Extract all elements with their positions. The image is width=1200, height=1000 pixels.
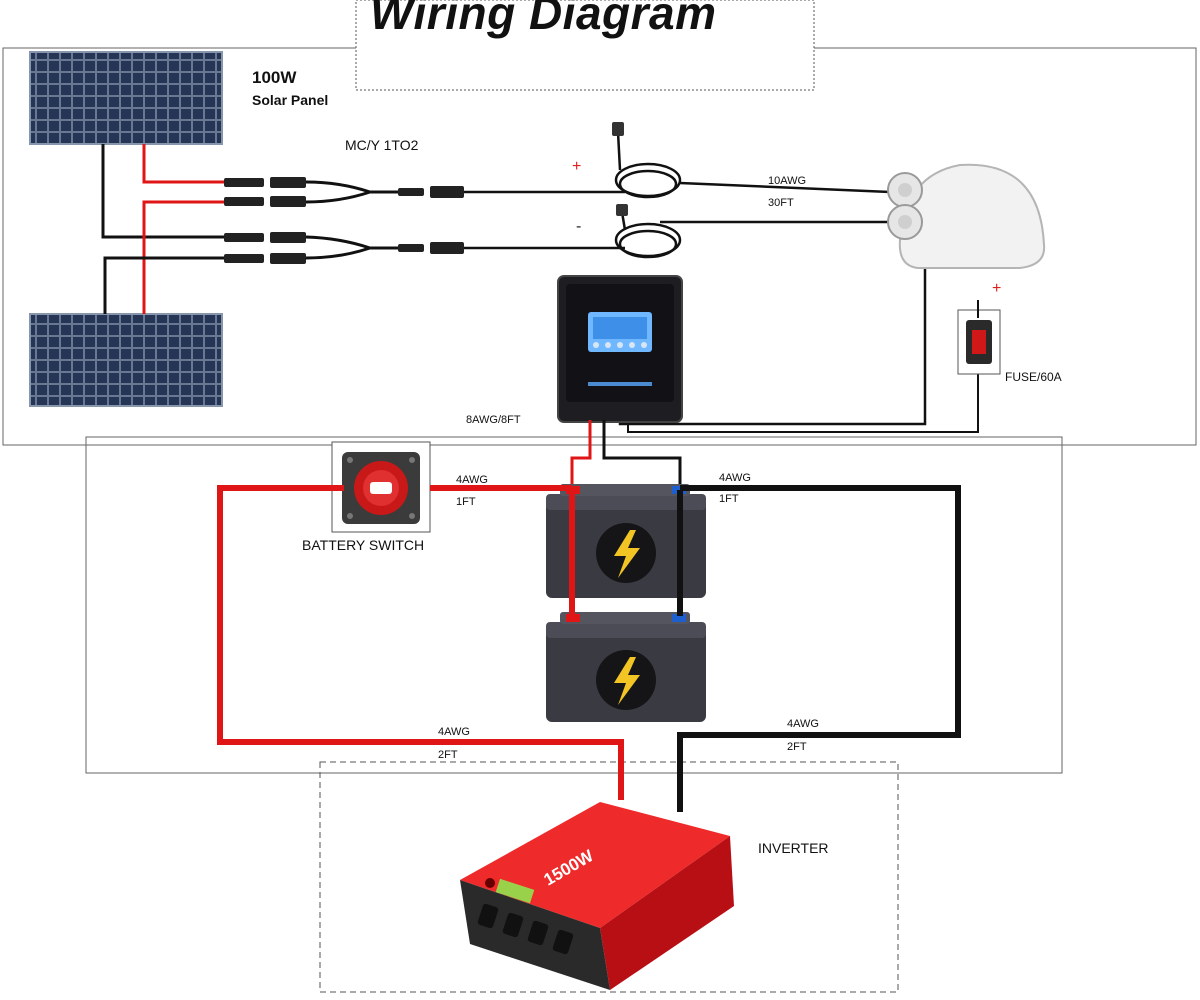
solar-panel-top <box>29 51 223 145</box>
battery-neg-cable-gauge-label: 4AWG <box>719 472 751 484</box>
main-dc-wiring <box>217 485 961 812</box>
title-frame <box>355 0 815 91</box>
battery-switch-label: BATTERY SWITCH <box>302 537 425 553</box>
inverter-section-frame <box>319 761 899 993</box>
mc4-connectors <box>224 177 464 264</box>
fuse-60a <box>957 300 1001 375</box>
inverter-label: INVERTER <box>758 840 829 856</box>
solar-panel-bottom <box>29 313 223 407</box>
pv-negative-sign: - <box>576 218 582 235</box>
panel-wiring <box>101 144 225 314</box>
inverter-neg-cable-length-label: 2FT <box>787 741 807 753</box>
inverter-pos-cable-length-label: 2FT <box>438 749 458 761</box>
inverter-1500w: 1500W <box>460 802 734 990</box>
roof-entry-gland <box>887 163 1046 269</box>
fuse-label: FUSE/60A <box>1005 370 1062 384</box>
pv-positive-sign: + <box>572 158 582 175</box>
battery-neg-cable-length-label: 1FT <box>719 493 739 505</box>
charge-controller <box>557 275 683 423</box>
controller-battery-wires <box>570 420 682 488</box>
battery-switch <box>331 441 431 533</box>
solar-panel-power-label: 100W <box>252 68 297 87</box>
battery-parallel-links <box>569 490 683 616</box>
switch-cable-gauge-label: 4AWG <box>456 474 488 486</box>
cable-end-connectors <box>612 122 628 216</box>
branch-connector-label: MC/Y 1TO2 <box>345 137 419 153</box>
battery-section-frame <box>85 436 1063 774</box>
pv-extension-cables <box>464 131 979 433</box>
inverter-neg-cable-gauge-label: 4AWG <box>787 718 819 730</box>
diagram-title: Wiring Diagram <box>370 0 717 39</box>
fuse-positive-sign: + <box>992 280 1002 297</box>
inverter-pos-cable-gauge-label: 4AWG <box>438 726 470 738</box>
switch-cable-length-label: 1FT <box>456 496 476 508</box>
pv-cable-gauge-label: 10AWG <box>768 175 807 187</box>
battery-bottom <box>546 612 706 722</box>
pv-cable-length-label: 30FT <box>768 197 794 209</box>
controller-cable-label: 8AWG/8FT <box>466 414 521 426</box>
solar-panel-name-label: Solar Panel <box>252 92 329 108</box>
